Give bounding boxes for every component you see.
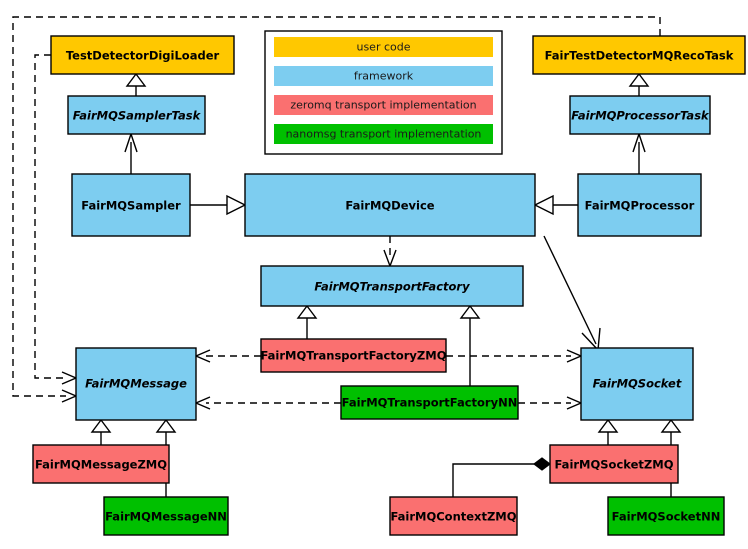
legend-item-zeromq: zeromq transport implementation <box>274 95 493 115</box>
diamond-contextzmq-to-socketzmq <box>533 457 551 471</box>
node-label: FairMQTransportFactoryNN <box>342 396 518 410</box>
node-label: FairMQTransportFactoryZMQ <box>260 349 446 363</box>
legend-swatch-nanomsg <box>274 124 493 144</box>
node-fairmqsocketnn[interactable]: FairMQSocketNN <box>607 496 725 536</box>
legend-label: zeromq transport implementation <box>290 99 476 112</box>
arrowhead-tfnn-to-transportfactory <box>459 304 481 319</box>
legend-swatch-zeromq <box>274 95 493 115</box>
node-label: FairMQDevice <box>345 199 434 213</box>
node-label: FairMQMessageNN <box>105 510 227 524</box>
node-label: FairMQContextZMQ <box>390 510 516 524</box>
arrowhead-digiloader-to-message <box>61 371 78 385</box>
node-label: FairMQProcessorTask <box>571 109 710 123</box>
arrowhead-socketnn-to-socket <box>660 418 682 433</box>
legend-label: framework <box>354 70 414 83</box>
arrowhead-tfzmq-to-transportfactory <box>296 304 318 319</box>
arrowhead-processortask-to-recotask <box>628 72 650 87</box>
node-fairmqsamplertask[interactable]: FairMQSamplerTask <box>67 95 206 135</box>
node-label: FairMQSamplerTask <box>73 109 202 123</box>
edge-digiloader-to-message <box>34 54 66 379</box>
node-fairtestdetectormqrecotask[interactable]: FairTestDetectorMQRecoTask <box>532 35 746 75</box>
node-label: TestDetectorDigiLoader <box>66 49 220 63</box>
arrowhead-messagenn-to-message <box>155 418 177 433</box>
node-fairmqprocessortask[interactable]: FairMQProcessorTask <box>569 95 711 135</box>
arrowhead-samplertask-to-digiloader <box>125 72 147 87</box>
arrowhead-socketzmq-to-socket <box>597 418 619 433</box>
node-label: FairMQTransportFactory <box>314 280 470 294</box>
node-label: FairMQSocketNN <box>612 510 721 524</box>
node-fairmqmessage[interactable]: FairMQMessage <box>75 347 197 421</box>
node-fairmqcontextzmq[interactable]: FairMQContextZMQ <box>389 496 518 536</box>
legend-label: user code <box>356 41 410 54</box>
node-fairmqsocket[interactable]: FairMQSocket <box>580 347 694 421</box>
node-label: FairMQSocket <box>593 377 682 391</box>
edge-device-to-socket <box>543 235 597 345</box>
arrowhead-messagezmq-to-message <box>90 418 112 433</box>
legend-label: nanomsg transport implementation <box>286 128 482 141</box>
node-fairmqtransportfactoryzmq[interactable]: FairMQTransportFactoryZMQ <box>260 338 447 373</box>
node-testdetectordigiloader[interactable]: TestDetectorDigiLoader <box>50 35 235 75</box>
node-layer: TestDetectorDigiLoader FairMQSamplerTask… <box>32 35 746 536</box>
node-label: FairMQProcessor <box>585 199 695 213</box>
node-fairmqmessagenn[interactable]: FairMQMessageNN <box>103 496 229 536</box>
node-fairmqsocketzmq[interactable]: FairMQSocketZMQ <box>549 444 679 484</box>
node-label: FairMQMessageZMQ <box>35 458 167 472</box>
arrowhead-device-to-socket <box>581 327 601 352</box>
node-label: FairMQSocketZMQ <box>555 458 674 472</box>
node-fairmqprocessor[interactable]: FairMQProcessor <box>577 173 702 237</box>
legend-swatch-framework <box>274 66 493 86</box>
legend: user code framework zeromq transport imp… <box>264 30 503 155</box>
legend-swatch-user-code <box>274 37 493 57</box>
node-label: FairMQMessage <box>85 377 187 391</box>
node-fairmqdevice[interactable]: FairMQDevice <box>244 173 536 237</box>
node-label: FairMQSampler <box>81 199 181 213</box>
node-fairmqsampler[interactable]: FairMQSampler <box>71 173 191 237</box>
arrowhead-sampler-to-device <box>226 194 247 216</box>
node-fairmqmessagezmq[interactable]: FairMQMessageZMQ <box>32 444 170 484</box>
legend-item-framework: framework <box>274 66 493 86</box>
node-label: FairTestDetectorMQRecoTask <box>545 49 734 63</box>
node-fairmqtransportfactory[interactable]: FairMQTransportFactory <box>260 265 524 307</box>
edge-recotask-to-message <box>12 16 661 397</box>
arrowhead-processor-to-device <box>533 194 554 216</box>
edge-contextzmq-to-socketzmq <box>452 463 534 497</box>
node-fairmqtransportfactorynn[interactable]: FairMQTransportFactoryNN <box>340 385 519 420</box>
legend-item-nanomsg: nanomsg transport implementation <box>274 124 493 144</box>
legend-item-user-code: user code <box>274 37 493 57</box>
